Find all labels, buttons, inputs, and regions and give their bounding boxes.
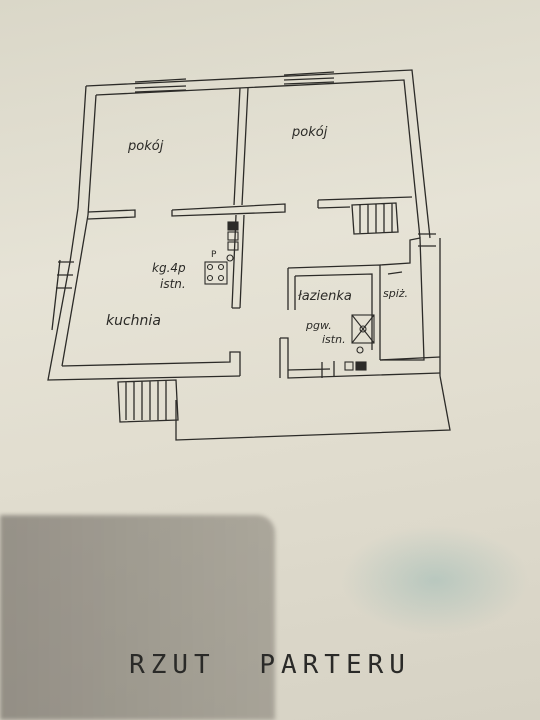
outer-wall (47, 69, 431, 381)
room-label-left: pokój (128, 139, 164, 154)
drawing-title: RZUT PARTERU (129, 650, 411, 680)
kitchen-label: kuchnia (106, 313, 161, 329)
heater-sublabel: istn. (322, 333, 346, 346)
stove-mark-label: P (211, 250, 217, 260)
heater-label: pgw. (306, 319, 332, 332)
boiler-label: kg.4p (152, 261, 186, 275)
kitchen-wall-bottom (61, 351, 241, 376)
bathroom-fixtures (344, 314, 375, 371)
wall-left-horizontal (87, 203, 286, 220)
entry-stairs (117, 379, 179, 423)
boiler-sublabel: istn. (160, 277, 186, 291)
lower-right-walls (279, 337, 441, 379)
terrace-outline (175, 238, 451, 441)
window-top-left (134, 78, 187, 93)
paper-stain (340, 525, 530, 635)
bathroom-label: łazienka (298, 289, 352, 304)
pantry-walls (379, 237, 425, 361)
boiler-unit (204, 221, 239, 285)
pantry-label: spiż. (383, 287, 409, 300)
window-left (51, 259, 74, 331)
wall-right-horizontal (317, 196, 413, 209)
wall-center (233, 87, 249, 206)
interior-stairs (351, 202, 399, 235)
room-label-right: pokój (292, 125, 328, 140)
window-top-right (283, 71, 335, 85)
outer-wall-left (77, 85, 97, 216)
window-right (418, 233, 436, 247)
window-bottom (321, 361, 335, 378)
photo-shadow (0, 515, 275, 720)
